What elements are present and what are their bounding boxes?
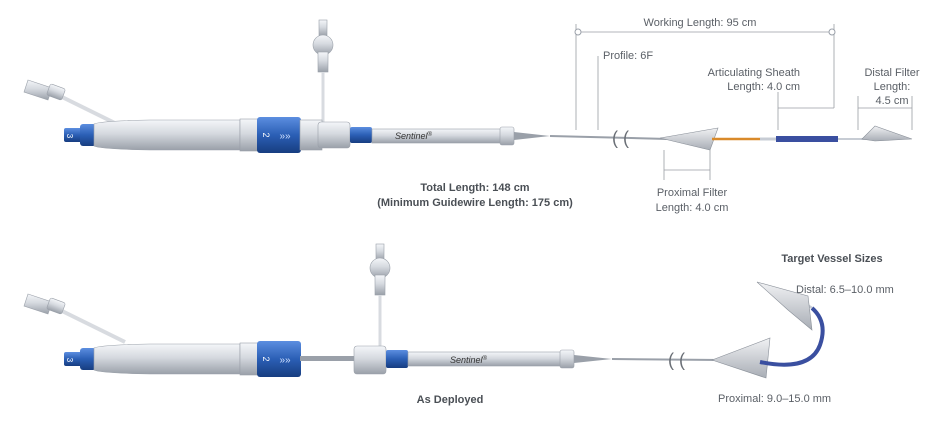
bottom-luer-port-left: [23, 293, 126, 344]
proximal-filter-label-2: Length: 4.0 cm: [656, 202, 729, 214]
total-length-label: Total Length: 148 cm: [420, 182, 529, 194]
bottom-handle-marking-3: 3: [65, 358, 74, 363]
min-guidewire-length-label: (Minimum Guidewire Length: 175 cm): [377, 197, 573, 209]
bottom-catheter-shaft: [611, 358, 721, 361]
bottom-brand: Sentinel®: [450, 355, 488, 365]
top-handle-marking-2: 2: [261, 132, 271, 137]
articulating-sheath-label-1: Articulating Sheath: [708, 67, 800, 79]
bottom-handle: [64, 341, 612, 377]
articulating-sheath-label-2: Length: 4.0 cm: [727, 81, 800, 93]
bottom-articulating-sheath: [759, 306, 825, 367]
bottom-proximal-filter: [711, 337, 771, 379]
bottom-chevrons: »»: [279, 355, 291, 366]
top-dimensions: [574, 24, 913, 180]
top-brand: Sentinel®: [395, 131, 433, 141]
bottom-handle-marking-2: 2: [261, 356, 271, 361]
top-distal-filter: [861, 125, 913, 142]
distal-filter-label-2: Length:: [874, 81, 911, 93]
working-length-label: Working Length: 95 cm: [644, 17, 757, 29]
as-deployed-label: As Deployed: [417, 394, 484, 406]
profile-label: Profile: 6F: [603, 50, 653, 62]
top-luer-port-left: [23, 79, 126, 130]
top-handle-marking-3: 3: [65, 134, 74, 139]
top-device: 3 2 »» Sentinel® ( (: [23, 19, 913, 153]
bottom-luer-port-top: [369, 243, 391, 348]
bottom-break-mark: ( (: [668, 350, 685, 370]
target-vessel-title: Target Vessel Sizes: [781, 253, 882, 265]
top-proximal-filter: [659, 127, 719, 151]
top-handle: [64, 117, 550, 153]
distal-filter-label-3: 4.5 cm: [875, 95, 908, 107]
proximal-filter-label-1: Proximal Filter: [657, 187, 728, 199]
bottom-distal-filter: [756, 281, 813, 331]
bottom-device: 3 2 »» Sentinel® ( (: [23, 243, 825, 379]
top-catheter-shaft: [549, 135, 669, 140]
top-articulating-sheath: [776, 136, 838, 142]
proximal-size-label: Proximal: 9.0–15.0 mm: [718, 393, 831, 405]
top-luer-port-top: [312, 19, 334, 128]
distal-size-label: Distal: 6.5–10.0 mm: [796, 284, 894, 296]
top-chevrons: »»: [279, 131, 291, 142]
top-break-mark: ( (: [612, 128, 629, 148]
distal-filter-label-1: Distal Filter: [864, 67, 919, 79]
